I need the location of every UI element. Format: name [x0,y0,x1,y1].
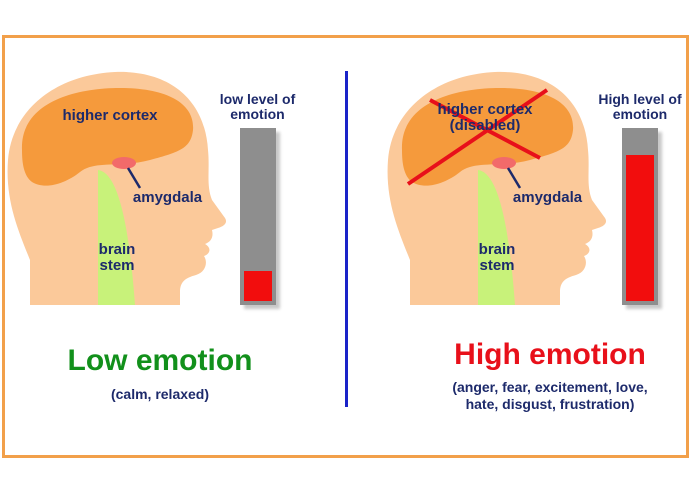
amygdala-shape [112,157,136,169]
amygdala-pointer [126,167,142,189]
left-subtitle: (calm, relaxed) [110,386,210,402]
right-bar-label: High level of emotion [598,91,682,122]
right-head-illustration [387,71,607,305]
brain-stem-shape [98,170,135,305]
brain-stem-shape [478,170,515,305]
left-bar-label: low level of emotion [219,91,296,122]
center-divider [345,71,348,407]
higher-cortex-shape [21,88,194,186]
right-amygdala-label: amygdala [512,189,583,206]
left-amygdala-label: amygdala [132,189,203,206]
right-emotion-level-bar [622,128,658,305]
right-subtitle: (anger, fear, excitement, love, hate, di… [452,379,648,412]
amygdala-shape [492,157,516,169]
left-cortex-label: higher cortex [62,107,158,124]
amygdala-pointer [506,167,522,189]
disabled-cross-mark [406,88,549,186]
left-emotion-level-fill [244,271,272,301]
left-brainstem-label: brain stem [98,241,136,274]
left-emotion-level-bar [240,128,276,305]
left-head-illustration [7,71,227,305]
right-emotion-level-fill [626,155,654,301]
right-title: High emotion [454,338,646,371]
left-title: Low emotion [67,344,253,377]
right-cortex-label: higher cortex (disabled) [437,101,533,134]
right-brainstem-label: brain stem [478,241,516,274]
